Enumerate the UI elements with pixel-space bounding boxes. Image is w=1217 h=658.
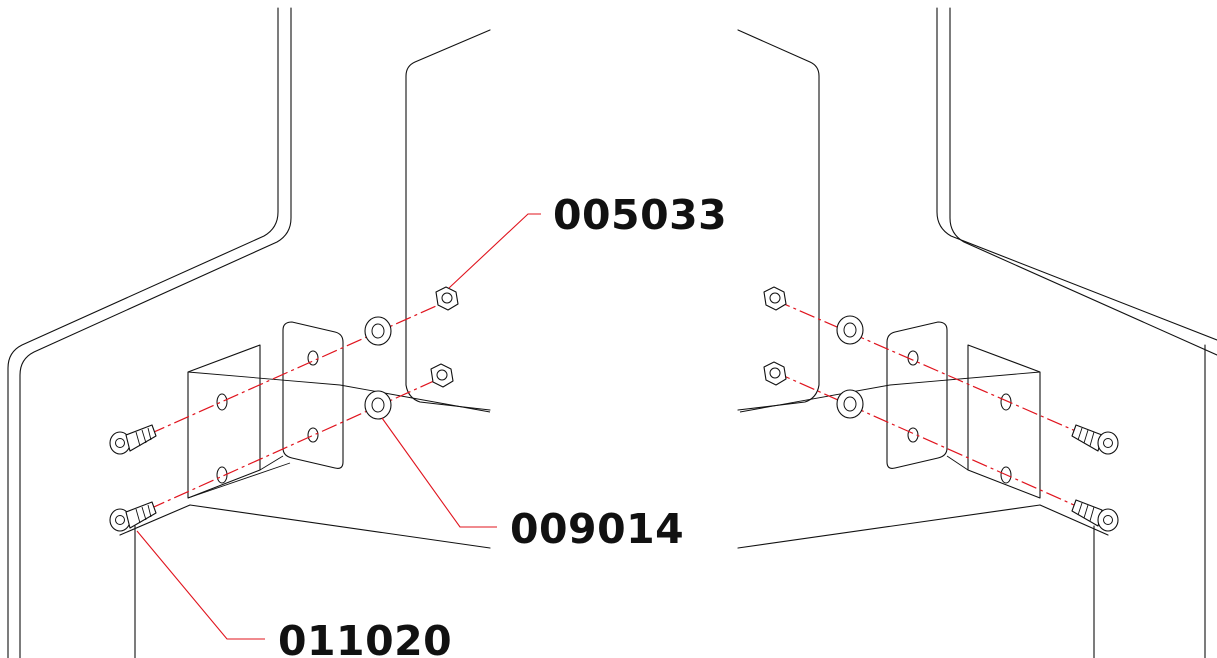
- washer-icon: [836, 315, 864, 345]
- washer-icon: [836, 389, 864, 419]
- right-center-lines: [774, 299, 1111, 522]
- socket-bolt-icon: [1071, 499, 1119, 532]
- nut-part-number: 005033: [553, 191, 727, 239]
- left-washers: [364, 316, 392, 420]
- hex-nut-icon: [763, 286, 787, 311]
- hex-nut-icon: [763, 361, 787, 386]
- socket-bolt-icon: [109, 501, 157, 532]
- bolt-part-number: 011020: [278, 617, 452, 658]
- left-panel-outline: [7, 7, 491, 658]
- right-bolts: [1071, 424, 1119, 532]
- left-angle-bracket: [187, 321, 491, 499]
- bolt-leader-line: [136, 530, 265, 640]
- right-washers: [836, 315, 864, 419]
- socket-bolt-icon: [109, 424, 157, 455]
- left-bolts: [109, 424, 157, 532]
- right-nuts: [763, 286, 787, 386]
- washer-part-number: 009014: [510, 505, 684, 553]
- washer-icon: [364, 316, 392, 346]
- washer-leader-line: [381, 417, 497, 528]
- socket-bolt-icon: [1071, 424, 1119, 455]
- left-center-lines: [124, 301, 446, 521]
- hex-nut-icon: [435, 286, 459, 311]
- left-nuts: [430, 286, 459, 388]
- hex-nut-icon: [430, 363, 454, 388]
- right-panel-outline: [737, 7, 1217, 658]
- nut-leader-line: [448, 213, 541, 289]
- right-angle-bracket: [739, 321, 1041, 499]
- washer-icon: [364, 390, 392, 420]
